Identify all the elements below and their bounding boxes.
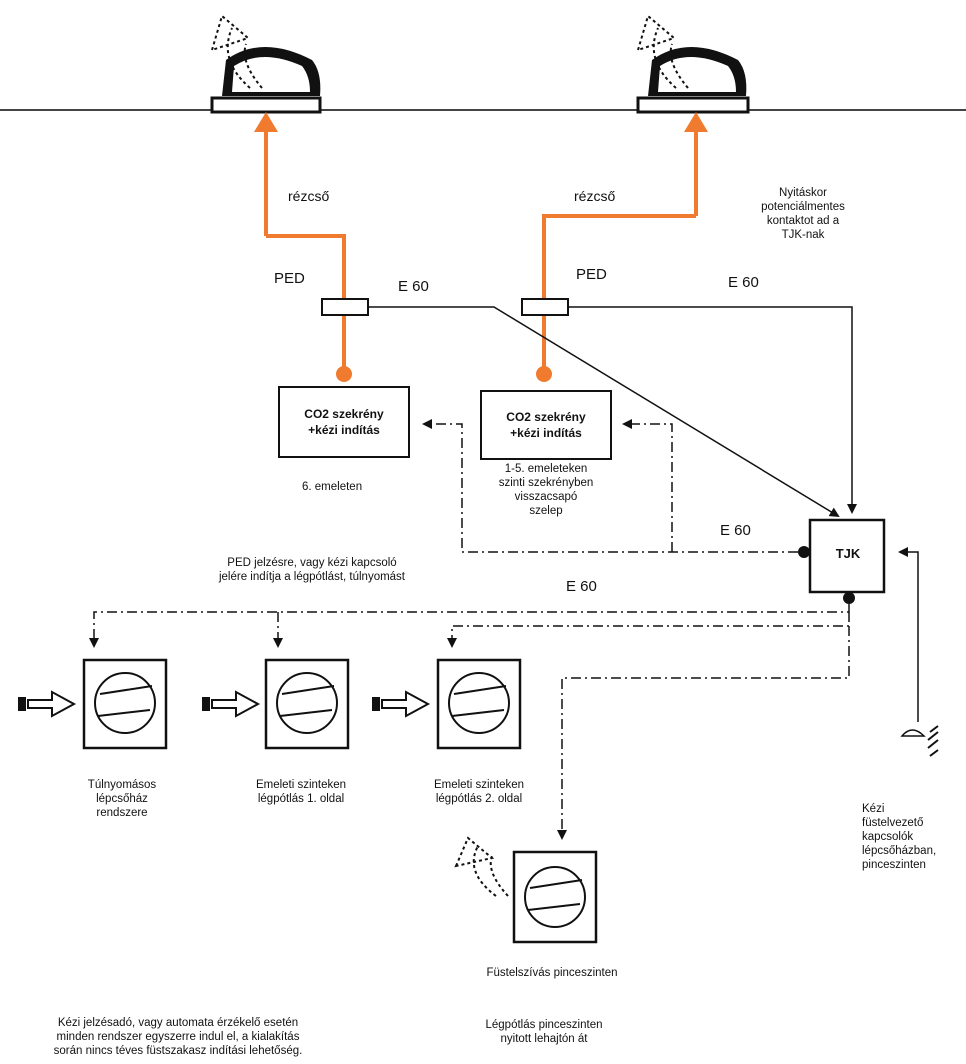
copper-pipe-right [536,112,708,382]
floor6-label: 6. emeleten [302,481,363,493]
tjk-port-left [798,546,810,558]
pipe-label-right: rézcső [574,188,616,204]
bottom-left-note: Kézi jelzésadó, vagy automata érzékelő e… [53,1017,303,1057]
signal-line-left-ped [368,306,840,518]
e60-label-mid: E 60 [720,522,751,539]
fan4-label: Füstelszívás pinceszinten [486,967,618,979]
co2-cabinet-floors-1-5: CO2 szekrény +kézi indítás [480,390,612,460]
ped-label-right: PED [576,266,607,283]
ped-device-right [521,298,569,316]
control-line-to-co2-right [622,419,673,552]
ped-device-left [321,298,369,316]
fan-staircase-pressurization [18,658,168,750]
fan-floor-supply-side2 [372,658,522,750]
contact-note: Nyitáskor potenciálmentes kontaktot ad a… [761,187,845,241]
co2-cabinet-floor6: CO2 szekrény +kézi indítás [278,386,410,458]
control-line-fan4 [557,626,850,840]
e60-label-top-right: E 60 [728,274,759,291]
tjk-box-frame [808,518,886,594]
pipe-label-left: rézcső [288,188,330,204]
fan1-label: Túlnyomásos lépcsőház rendszere [87,779,157,819]
fan2-label: Emeleti szinteken légpótlás 1. oldal [255,779,347,805]
signal-line-right-ped [568,306,857,514]
roof-smoke-vent-left [210,14,322,114]
fan-floor-supply-side1 [202,658,350,750]
tjk-label: TJK [835,546,861,561]
e60-label-top-left: E 60 [398,278,429,295]
control-line-fan3 [447,612,850,648]
fan3-label: Emeleti szinteken légpótlás 2. oldal [433,779,525,805]
e60-label-lower: E 60 [566,578,597,595]
copper-pipe-left [254,112,352,382]
manual-switch-note: Kézi füstelvezető kapcsolók lépcsőházban… [862,803,937,871]
manual-switch-line [898,547,919,722]
ped-signal-note: PED jelzésre, vagy kézi kapcsoló jelére … [218,557,406,583]
manual-switch-icon [900,725,939,757]
roof-smoke-vent-right [636,14,750,114]
floors-1-5-note: 1-5. emeleteken szinti szekrényben vissz… [498,463,594,517]
fan-basement-smoke-extraction [454,836,598,944]
control-line-to-fans [89,604,850,648]
control-line-to-co2-left [422,419,798,553]
bottom-right-note: Légpótlás pinceszinten nyitott lehajtón … [485,1019,603,1045]
tjk-port-bottom [843,592,855,604]
ped-label-left: PED [274,270,305,287]
